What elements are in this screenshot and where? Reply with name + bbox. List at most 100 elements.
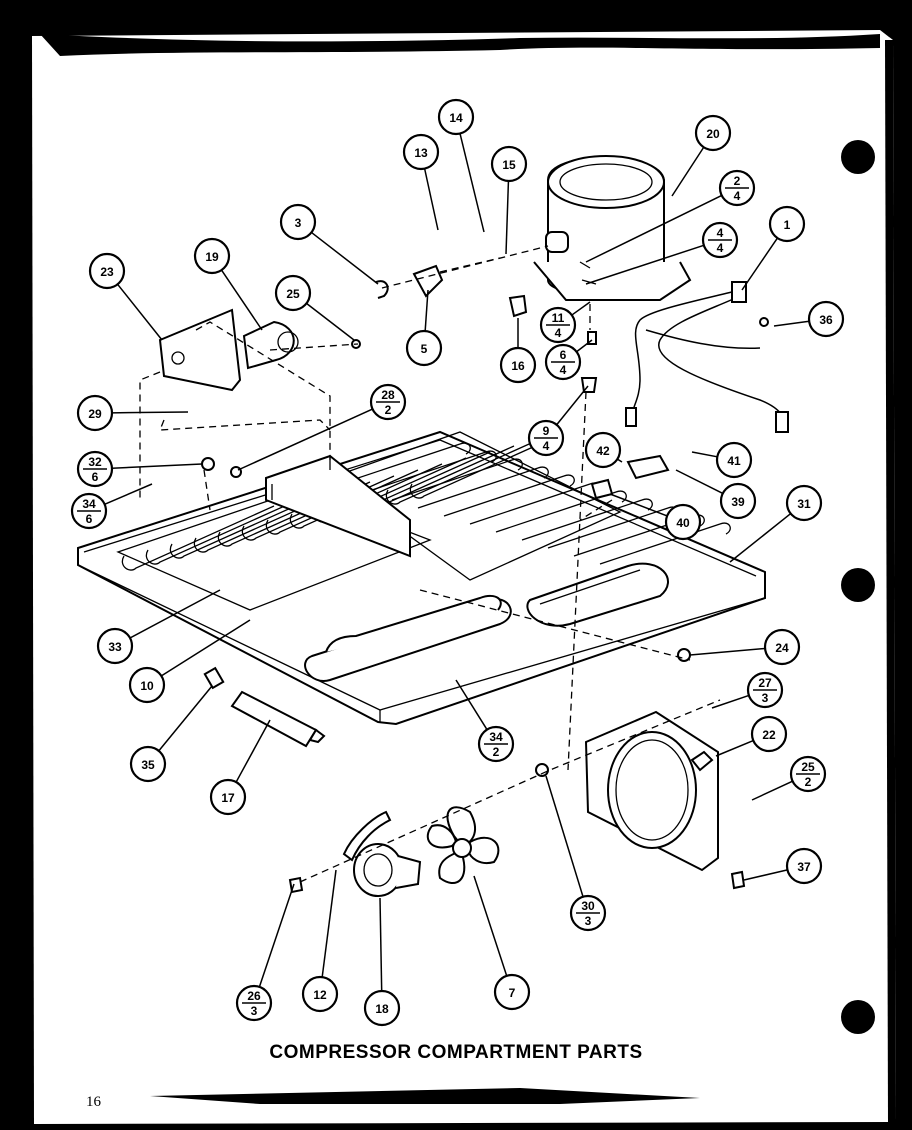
callout-circle xyxy=(785,847,823,885)
callout-label: 40 xyxy=(676,516,690,530)
callout-leader-line xyxy=(743,869,788,881)
coil-row xyxy=(289,463,443,529)
callout-30-of-3: 303 xyxy=(569,894,607,932)
coil-row xyxy=(495,490,627,533)
callout-label: 10 xyxy=(140,679,154,693)
binder-hole xyxy=(841,140,875,174)
callout-leader-line xyxy=(235,719,271,783)
control-bracket xyxy=(158,308,242,392)
callout-circle xyxy=(664,503,702,541)
callout-label: 9 xyxy=(543,424,550,438)
callout-25: 25 xyxy=(274,274,312,312)
callout-label: 26 xyxy=(247,989,261,1003)
callout-leader-line xyxy=(310,231,379,285)
callout-circle xyxy=(499,346,537,384)
callout-20: 20 xyxy=(694,114,732,152)
callout-27-of-3: 273 xyxy=(746,671,784,709)
callout-circle xyxy=(694,114,732,152)
callout-circle xyxy=(128,666,166,704)
coil-row xyxy=(193,487,347,553)
assembly-lines xyxy=(139,245,721,883)
divider-plate xyxy=(265,454,411,558)
callout-label: 4 xyxy=(734,189,741,203)
callout-label: 30 xyxy=(581,899,595,913)
callout-label: 32 xyxy=(88,455,102,469)
callout-33: 33 xyxy=(96,627,134,665)
callout-label: 31 xyxy=(797,497,811,511)
fan-shroud xyxy=(584,710,719,872)
callout-32-of-6: 326 xyxy=(76,450,114,488)
callout-circle xyxy=(96,627,134,665)
callout-label: 37 xyxy=(797,860,811,874)
callout-label: 7 xyxy=(509,986,516,1000)
callout-leader-line xyxy=(158,685,213,752)
callout-circle xyxy=(405,329,443,367)
callout-circle xyxy=(763,628,801,666)
callout-12: 12 xyxy=(301,975,339,1013)
callout-6-of-4: 64 xyxy=(544,343,582,381)
callout-label: 3 xyxy=(251,1004,258,1018)
callout-leader-line xyxy=(691,451,718,458)
base-pan xyxy=(77,430,766,726)
callout-leader-line xyxy=(671,146,705,197)
callout-leader-line xyxy=(306,302,355,341)
callout-leader-line xyxy=(104,483,153,505)
callout-circle xyxy=(88,252,126,290)
coil-row xyxy=(385,439,539,505)
coil-row xyxy=(365,450,497,493)
callout-leader-line xyxy=(715,739,754,757)
callout-10: 10 xyxy=(128,666,166,704)
callout-3: 3 xyxy=(279,203,317,241)
callout-leader-line xyxy=(556,385,589,426)
fan-blade xyxy=(426,806,500,884)
callout-label: 41 xyxy=(727,454,741,468)
callout-label: 6 xyxy=(86,512,93,526)
callout-leader-line xyxy=(379,897,383,992)
relay-part xyxy=(242,320,295,370)
callout-19: 19 xyxy=(193,237,231,275)
fan-motor xyxy=(342,810,422,897)
callout-label: 16 xyxy=(511,359,525,373)
callout-circle xyxy=(437,98,475,136)
callout-leader-line xyxy=(321,869,337,978)
callout-1: 1 xyxy=(768,205,806,243)
callout-circle xyxy=(279,203,317,241)
callout-leader-line xyxy=(455,679,488,730)
callout-2-of-4: 24 xyxy=(718,169,756,207)
callout-leader-line xyxy=(585,244,705,285)
callout-26-of-3: 263 xyxy=(235,984,273,1022)
callout-label: 2 xyxy=(385,403,392,417)
coil-row xyxy=(145,499,299,565)
callout-circle xyxy=(129,745,167,783)
scan-edge-right xyxy=(885,40,896,1122)
callout-circle xyxy=(750,715,788,753)
callout-7: 7 xyxy=(493,973,531,1011)
callout-circle xyxy=(402,133,440,171)
screw xyxy=(730,870,746,890)
callout-label: 4 xyxy=(717,241,724,255)
callout-leader-line xyxy=(571,301,591,316)
scan-edge-bottom xyxy=(150,1088,700,1104)
callout-16: 16 xyxy=(499,346,537,384)
coil-row xyxy=(241,475,395,541)
callout-leader-line xyxy=(111,463,203,469)
callout-leaders xyxy=(104,133,810,992)
callout-label: 6 xyxy=(92,470,99,484)
callout-label: 4 xyxy=(543,439,550,453)
callout-15: 15 xyxy=(490,145,528,183)
callout-40: 40 xyxy=(664,503,702,541)
callout-label: 2 xyxy=(493,745,500,759)
callout-circle xyxy=(301,975,339,1013)
callout-leader-line xyxy=(473,875,508,977)
callout-label: 4 xyxy=(717,226,724,240)
callout-label: 3 xyxy=(295,216,302,230)
coil-row xyxy=(217,481,371,547)
screw xyxy=(759,317,769,327)
callout-37: 37 xyxy=(785,847,823,885)
callout-leader-line xyxy=(675,469,724,495)
callout-label: 19 xyxy=(205,250,219,264)
binder-hole xyxy=(841,1000,875,1034)
callout-label: 14 xyxy=(449,111,463,125)
callout-circle xyxy=(209,778,247,816)
